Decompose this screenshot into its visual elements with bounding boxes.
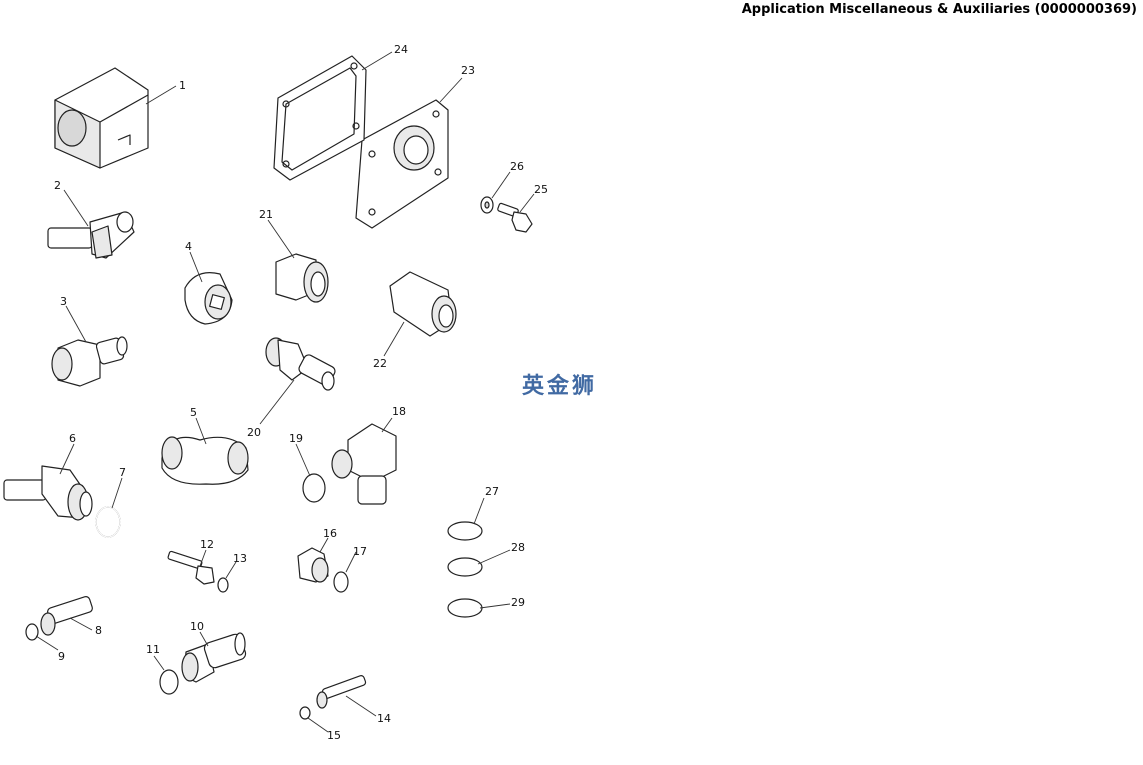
part-2-fitting <box>47 211 135 259</box>
part-13-o-ring <box>217 577 229 593</box>
part-27-o-ring <box>447 521 483 541</box>
callout-15: 15 <box>327 729 341 742</box>
callout-19: 19 <box>289 432 303 445</box>
part-3-adaptor <box>51 336 128 387</box>
watermark-logo: 英金狮 <box>522 374 598 399</box>
part-5-elbow <box>161 436 249 485</box>
part-9-o-ring <box>25 623 39 641</box>
callout-20: 20 <box>247 426 261 439</box>
part-1-block <box>54 67 149 169</box>
callout-23: 23 <box>461 64 475 77</box>
part-18-elbow-block <box>331 423 397 505</box>
callout-7: 7 <box>119 466 126 479</box>
callout-26: 26 <box>510 160 524 173</box>
callout-1: 1 <box>179 79 186 92</box>
part-25-bolt <box>497 202 533 233</box>
callout-22: 22 <box>373 357 387 370</box>
callout-6: 6 <box>69 432 76 445</box>
part-14-adaptor <box>316 675 367 709</box>
part-24-gasket <box>273 55 367 181</box>
part-19-o-ring <box>302 473 326 503</box>
part-20-hose-adaptor <box>265 337 336 391</box>
callout-14: 14 <box>377 712 391 725</box>
part-29-o-ring <box>447 598 483 618</box>
callout-25: 25 <box>534 183 548 196</box>
part-11-o-ring <box>159 669 179 695</box>
part-8-adaptor <box>40 596 93 636</box>
callout-17: 17 <box>353 545 367 558</box>
part-12-adaptor <box>167 550 215 585</box>
part-23-flange-plate <box>355 99 449 229</box>
part-10-adaptor <box>181 632 247 683</box>
callout-13: 13 <box>233 552 247 565</box>
leader-lines <box>35 51 535 733</box>
callout-10: 10 <box>190 620 204 633</box>
part-17-o-ring <box>333 571 349 593</box>
callout-4: 4 <box>185 240 192 253</box>
part-16-hex-plug <box>297 547 329 583</box>
part-7-o-ring <box>95 506 121 538</box>
callout-3: 3 <box>60 295 67 308</box>
callout-11: 11 <box>146 643 160 656</box>
callout-5: 5 <box>190 406 197 419</box>
callout-16: 16 <box>323 527 337 540</box>
part-15-o-ring <box>299 706 311 720</box>
part-21-hex-adaptor <box>275 253 329 303</box>
part-26-washer <box>480 196 494 214</box>
callout-29: 29 <box>511 596 525 609</box>
part-22-hex-fitting <box>389 271 457 337</box>
callout-28: 28 <box>511 541 525 554</box>
callout-21: 21 <box>259 208 273 221</box>
part-4-plug <box>184 272 233 325</box>
callout-27: 27 <box>485 485 499 498</box>
callout-8: 8 <box>95 624 102 637</box>
part-6-fitting <box>3 465 93 521</box>
callout-labels: 1 2 3 4 5 6 7 8 9 10 11 12 13 14 15 16 1… <box>54 43 548 742</box>
page-title: Application Miscellaneous & Auxiliaries … <box>741 2 1137 17</box>
callout-12: 12 <box>200 538 214 551</box>
callout-9: 9 <box>58 650 65 663</box>
part-28-o-ring <box>447 557 483 577</box>
callout-18: 18 <box>392 405 406 418</box>
callout-2: 2 <box>54 179 61 192</box>
callout-24: 24 <box>394 43 408 56</box>
